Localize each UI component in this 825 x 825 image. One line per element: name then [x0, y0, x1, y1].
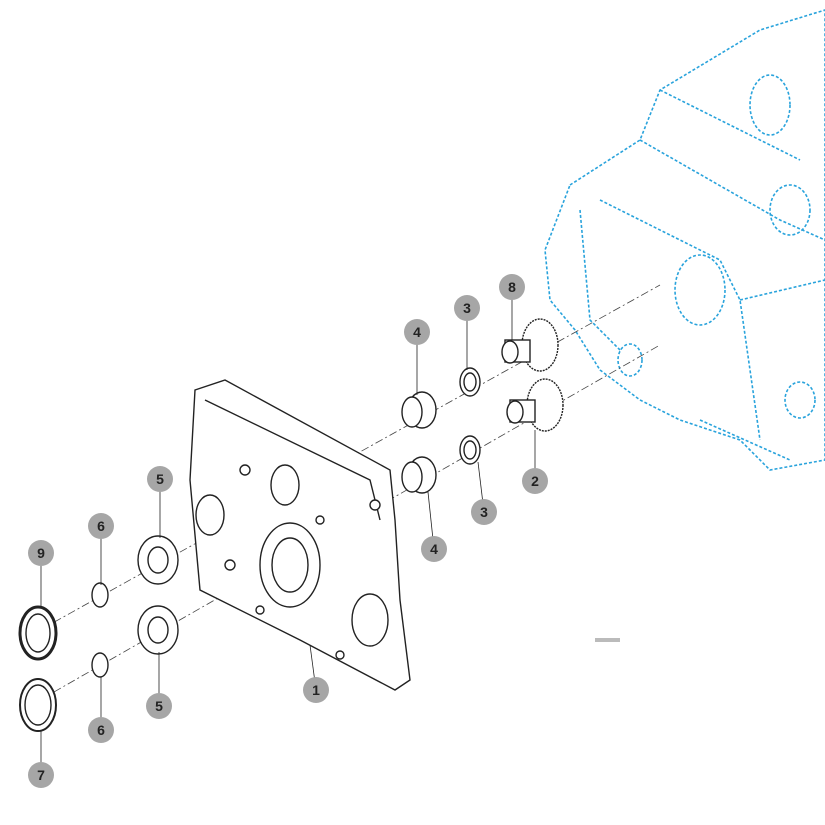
ball-bearing-upper — [137, 535, 179, 585]
ball-bearing-lower — [137, 605, 179, 655]
callout-5-lower: 5 — [146, 693, 172, 719]
svg-text:5: 5 — [156, 471, 164, 487]
gear-cover-plate — [189, 379, 411, 691]
svg-text:3: 3 — [463, 300, 471, 316]
circlip-upper — [91, 582, 109, 608]
callout-5-upper: 5 — [147, 466, 173, 492]
drawing-code-mark — [595, 638, 620, 642]
callout-2: 2 — [522, 468, 548, 494]
callout-1: 1 — [303, 677, 329, 703]
parts — [18, 318, 564, 732]
sleeve-bearing-lower — [401, 456, 437, 494]
svg-text:3: 3 — [480, 504, 488, 520]
callout-6-upper: 6 — [88, 513, 114, 539]
callout-3-lower: 3 — [471, 499, 497, 525]
callout-8: 8 — [499, 274, 525, 300]
callout-7: 7 — [28, 762, 54, 788]
svg-text:1: 1 — [312, 682, 320, 698]
shaft-gear-upper — [501, 318, 559, 372]
transmission-housing — [544, 9, 825, 471]
callout-4-upper: 4 — [404, 319, 430, 345]
svg-text:8: 8 — [508, 279, 516, 295]
callout-9: 9 — [28, 540, 54, 566]
svg-text:5: 5 — [155, 698, 163, 714]
svg-text:4: 4 — [430, 541, 438, 557]
callout-4-lower: 4 — [421, 536, 447, 562]
callout-3-upper: 3 — [454, 295, 480, 321]
svg-text:9: 9 — [37, 545, 45, 561]
callout-6-lower: 6 — [88, 717, 114, 743]
needle-bearing-lower — [459, 435, 481, 465]
seal-ring-lower — [19, 678, 57, 732]
seal-ring-upper — [18, 605, 58, 661]
svg-text:6: 6 — [97, 518, 105, 534]
shaft-gear-lower — [506, 378, 564, 432]
sleeve-bearing-upper — [401, 391, 437, 429]
circlip-lower — [91, 652, 109, 678]
svg-text:7: 7 — [37, 767, 45, 783]
needle-bearing-upper — [459, 367, 481, 397]
svg-text:4: 4 — [413, 324, 421, 340]
svg-text:2: 2 — [531, 473, 539, 489]
svg-text:6: 6 — [97, 722, 105, 738]
